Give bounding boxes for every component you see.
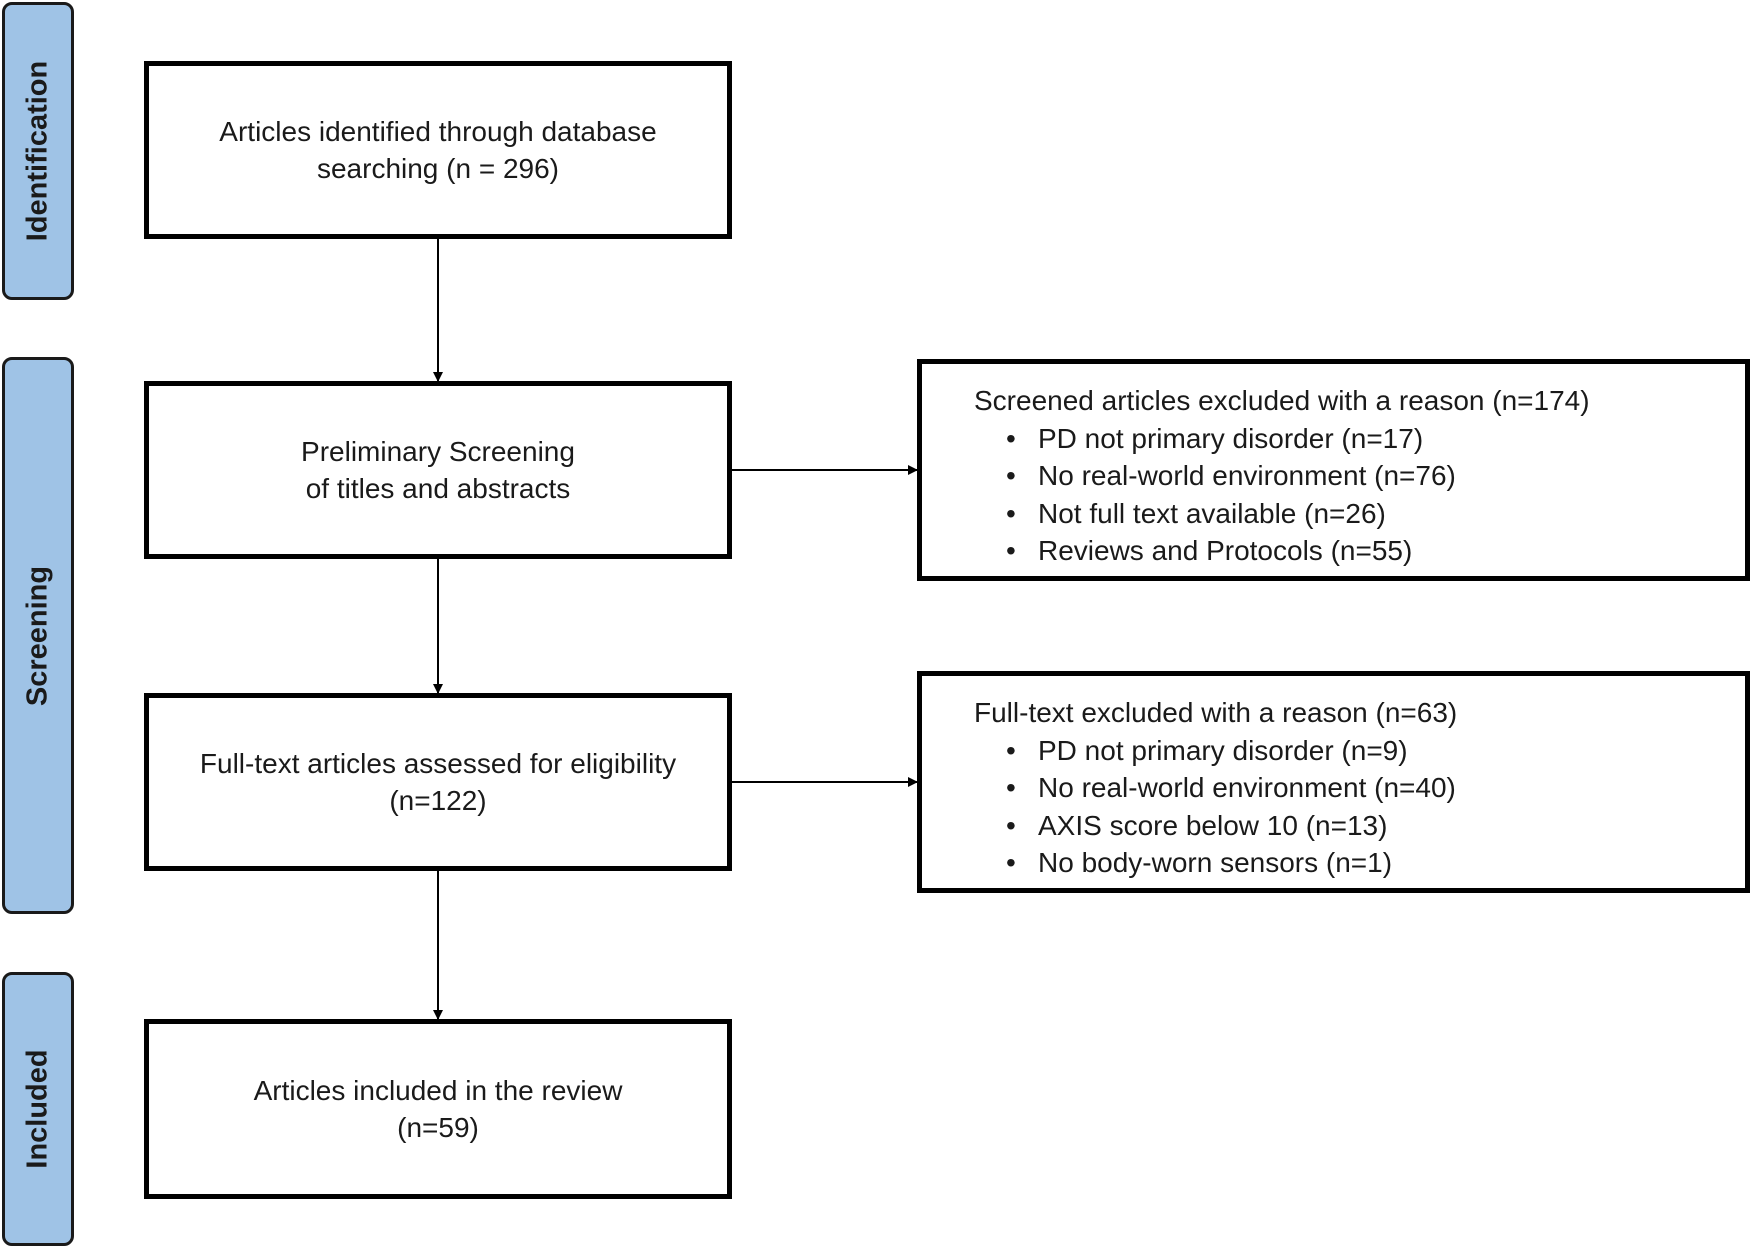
bullet-icon: • bbox=[1006, 497, 1016, 529]
list-item: • Reviews and Protocols (n=55) bbox=[974, 532, 1745, 570]
list-item: • No real-world environment (n=40) bbox=[974, 769, 1745, 807]
list-item-text: AXIS score below 10 (n=13) bbox=[1038, 809, 1388, 841]
fulltext-line1: Full-text articles assessed for eligibil… bbox=[199, 748, 677, 779]
list-item-text: Reviews and Protocols (n=55) bbox=[1038, 535, 1413, 566]
list-item-text: Not full text available (n=26) bbox=[1038, 497, 1386, 529]
fulltext-line2: (n=122) bbox=[389, 785, 487, 816]
list-item-text: No real-world environment (n=76) bbox=[1038, 460, 1456, 491]
screened-exclusion-box: Screened articles excluded with a reason… bbox=[917, 359, 1750, 581]
stage-identification-tab: Identification bbox=[2, 2, 74, 300]
included-line2: (n=59) bbox=[397, 1112, 479, 1143]
list-item: • AXIS score below 10 (n=13) bbox=[974, 807, 1745, 845]
fulltext-exclusion-list: • PD not primary disorder (n=9) • No real-… bbox=[974, 732, 1745, 882]
screened-exclusion-title: Screened articles excluded with a reason… bbox=[974, 385, 1590, 416]
bullet-icon: • bbox=[1006, 809, 1016, 841]
bullet-icon: • bbox=[1006, 422, 1016, 454]
screened-exclusion-list: • PD not primary disorder (n=17) • No real… bbox=[974, 420, 1745, 570]
stage-included-tab: Included bbox=[2, 972, 74, 1246]
list-item: • No body-worn sensors (n=1) bbox=[974, 844, 1745, 882]
stage-screening-tab: Screening bbox=[2, 357, 74, 914]
identified-box: Articles identified through database sea… bbox=[144, 61, 732, 239]
included-line1: Articles included in the review bbox=[253, 1075, 623, 1106]
preliminary-line2: of titles and abstracts bbox=[305, 473, 571, 504]
bullet-icon: • bbox=[1006, 734, 1016, 766]
fulltext-exclusion-title: Full-text excluded with a reason (n=63) bbox=[974, 697, 1458, 728]
fulltext-assessed-box: Full-text articles assessed for eligibil… bbox=[144, 693, 732, 871]
list-item: • PD not primary disorder (n=17) bbox=[974, 420, 1745, 458]
list-item-text: PD not primary disorder (n=9) bbox=[1038, 734, 1408, 766]
preliminary-line1: Preliminary Screening bbox=[301, 436, 575, 467]
bullet-icon: • bbox=[1006, 535, 1016, 566]
list-item-text: No body-worn sensors (n=1) bbox=[1038, 847, 1393, 878]
identified-line2: searching (n = 296) bbox=[316, 153, 560, 184]
list-item: • PD not primary disorder (n=9) bbox=[974, 732, 1745, 770]
preliminary-screening-box: Preliminary Screening of titles and abst… bbox=[144, 381, 732, 559]
fulltext-exclusion-box: Full-text excluded with a reason (n=63) … bbox=[917, 671, 1750, 893]
included-box: Articles included in the review (n=59) bbox=[144, 1019, 732, 1199]
list-item-text: No real-world environment (n=40) bbox=[1038, 772, 1456, 803]
identified-line1: Articles identified through database bbox=[219, 116, 657, 147]
bullet-icon: • bbox=[1006, 460, 1016, 491]
list-item: • Not full text available (n=26) bbox=[974, 495, 1745, 533]
list-item-text: PD not primary disorder (n=17) bbox=[1038, 422, 1424, 454]
bullet-icon: • bbox=[1006, 772, 1016, 803]
list-item: • No real-world environment (n=76) bbox=[974, 457, 1745, 495]
bullet-icon: • bbox=[1006, 847, 1016, 878]
